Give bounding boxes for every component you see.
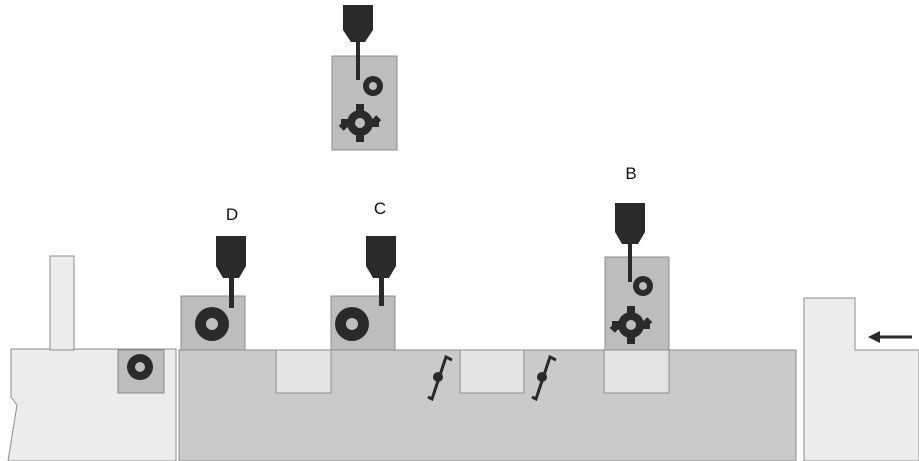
station-b: B	[604, 164, 670, 351]
label-d: D	[226, 205, 238, 224]
left-stock-segment	[7, 255, 177, 461]
station-c: C	[330, 199, 396, 351]
label-b: B	[625, 164, 636, 183]
empty-slot	[603, 349, 670, 394]
carrier-box	[331, 55, 398, 151]
right-stock-segment	[803, 297, 919, 461]
ring-part-icon	[363, 76, 383, 96]
empty-slot	[459, 349, 525, 394]
tool-holder-icon	[615, 203, 645, 282]
ring-part-icon	[633, 276, 653, 296]
tool-holder-icon	[216, 236, 246, 308]
station-d: D	[180, 205, 246, 351]
label-c: C	[374, 199, 386, 218]
ring-part-icon	[127, 354, 153, 380]
transfer-bar	[178, 349, 797, 461]
top-station	[331, 5, 398, 151]
tool-holder-icon	[343, 5, 373, 80]
ring-part-icon	[195, 307, 229, 341]
ring-part-icon	[335, 307, 369, 341]
arrow-left-icon	[868, 331, 912, 343]
tool-holder-icon	[366, 236, 396, 306]
left-upright-post	[49, 255, 75, 351]
empty-slot	[275, 349, 332, 394]
